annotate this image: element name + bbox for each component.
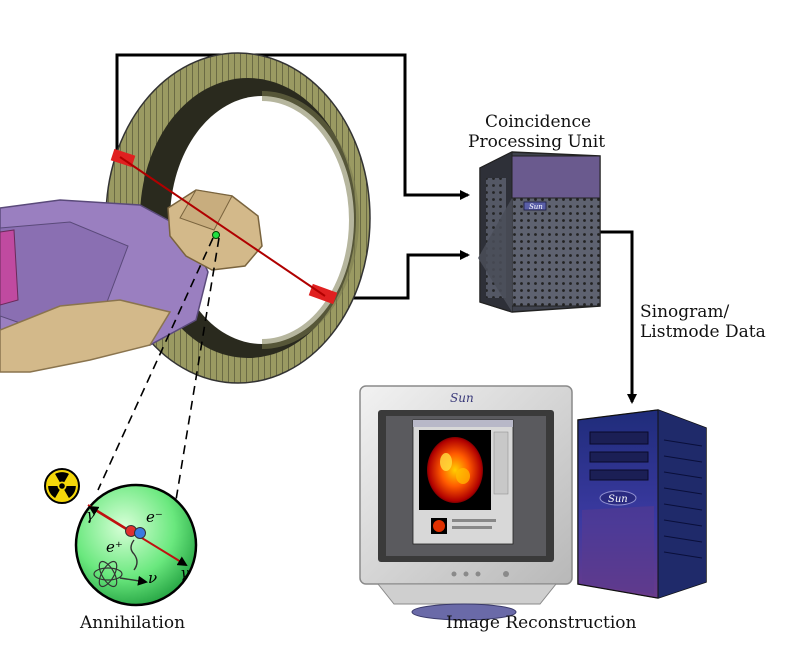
wire-top-detector (115, 53, 470, 200)
gamma-label-bottom: γ (180, 564, 189, 582)
zoom-lines (97, 237, 220, 501)
tower-sun-logo: Sun (608, 494, 628, 505)
wire-to-workstation (598, 230, 637, 404)
patient (0, 189, 263, 373)
gamma-label-top: γ (86, 506, 95, 524)
workstation-tower: Sun (577, 409, 707, 599)
server-sun-logo: Sun (529, 203, 543, 211)
positron-label: e⁺ (106, 538, 123, 556)
coincidence-label-line2: Processing Unit (468, 132, 606, 152)
patient-sleeve (0, 229, 19, 306)
line-of-response (119, 156, 326, 297)
coincidence-server: Sun (478, 151, 601, 313)
electron-label: e⁻ (146, 508, 163, 526)
annihilation-point (212, 231, 220, 239)
coincidence-label-line1: Coincidence (485, 112, 592, 132)
sinogram-label-line1: Sinogram/ (640, 302, 730, 322)
wire-bottom-detector (332, 250, 470, 300)
monitor-stand (411, 603, 517, 621)
patient-arm (0, 299, 172, 373)
crt-monitor: Sun (359, 385, 573, 621)
radiation-trefoil-icon (44, 468, 80, 504)
neutrino-label: ν (148, 569, 157, 587)
pet-brain-image (427, 437, 483, 503)
image-reconstruction-label: Image Reconstruction (446, 613, 637, 633)
signal-wires (115, 53, 637, 404)
sinogram-label-line2: Listmode Data (640, 322, 766, 342)
annihilation-label: Annihilation (80, 613, 186, 633)
nucleus-atom-icon (93, 560, 123, 588)
monitor-sun-logo: Sun (450, 391, 474, 405)
image-viewer-window (412, 419, 514, 545)
annihilation-inset: e⁻ e⁺ ν γ γ (74, 483, 198, 607)
